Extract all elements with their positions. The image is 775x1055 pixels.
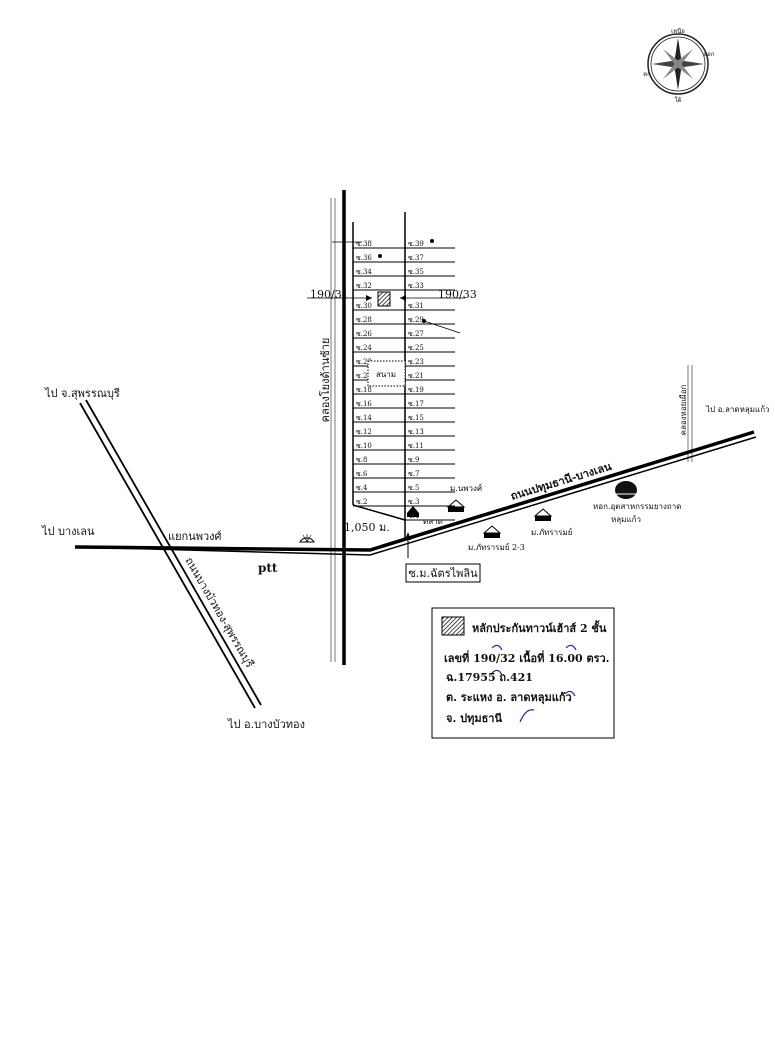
soi-left-label: ซ.28 bbox=[356, 316, 372, 324]
soi-right-label: ซ.31 bbox=[408, 302, 424, 310]
soi-left-label: ซ.2 bbox=[356, 498, 367, 506]
soi-right-label: ซ.5 bbox=[408, 484, 419, 492]
soi-right-label: ซ.27 bbox=[408, 330, 424, 338]
soi-left-label: ซ.12 bbox=[356, 428, 372, 436]
village-phattharam23-label: ม.ภัทรารมย์ 2-3 bbox=[468, 542, 525, 552]
industrial-estate-sublabel: หลุมแก้ว bbox=[611, 515, 641, 524]
road-suphanburi bbox=[79, 402, 256, 709]
soi-right-label: ซ.13 bbox=[408, 428, 424, 436]
compass-east: ตก bbox=[643, 71, 651, 78]
to-bangkhen-label: ไป บางเลน bbox=[41, 525, 95, 538]
village-phattharam-label: ม.ภัทรารมย์ bbox=[531, 527, 572, 537]
compass-south: ใต้ bbox=[675, 96, 682, 104]
village-phattharam-icon bbox=[533, 508, 553, 521]
soi-right-label: ซ.17 bbox=[408, 400, 424, 408]
village-nopphawong-icon bbox=[446, 499, 466, 512]
soi-left-label: ซ.14 bbox=[356, 414, 372, 422]
soi-left-label: ซ.36 bbox=[356, 254, 372, 262]
soi-left-label: ซ.38 bbox=[356, 240, 372, 248]
soi-left-label: ซ.22 bbox=[356, 358, 372, 366]
soi-left-label: ซ.24 bbox=[356, 344, 372, 352]
legend-line3: ต. ระแหง อ. ลาดหลุมแก้ว bbox=[446, 691, 572, 705]
plot-right-label: 190/33 bbox=[438, 288, 477, 301]
soi-left-label: ซ.4 bbox=[356, 484, 368, 492]
to-latlumkaeo-label: ไป อ.ลาดหลุมแก้ว bbox=[705, 405, 770, 414]
soi-left-label: ซ.32 bbox=[356, 282, 372, 290]
soi-left-label: ซ.20 bbox=[356, 372, 372, 380]
plot-left-label: 190/31 bbox=[310, 288, 349, 301]
canal-left bbox=[330, 198, 336, 662]
legend-line4: จ. ปทุมธานี bbox=[446, 712, 502, 726]
soi-right-lines bbox=[405, 247, 455, 521]
soi-right-label: ซ.37 bbox=[408, 254, 424, 262]
soi-right-label: ซ.39 bbox=[408, 240, 424, 248]
soi-left-label: ซ.8 bbox=[356, 456, 367, 464]
village-phattharam23-icon bbox=[482, 525, 502, 538]
soi-right-label: ซ.23 bbox=[408, 358, 424, 366]
legend-title: หลักประกันทาวน์เฮ้าส์ 2 ชั้น bbox=[472, 620, 607, 635]
soi-right-label: ซ.25 bbox=[408, 344, 424, 352]
soi-left-label: ซ.34 bbox=[356, 268, 372, 276]
soi-right-label: ซ.7 bbox=[408, 470, 419, 478]
industrial-estate-label: หอก.อุตสาหกรรมยางถาด bbox=[593, 502, 681, 511]
soi-entrance-label: ซ.ม.ฉัตรไพลิน bbox=[408, 567, 478, 580]
to-bangbuathong-label: ไป อ.บางบัวทอง bbox=[227, 718, 305, 731]
soi-right-label: ซ.9 bbox=[408, 456, 419, 464]
soi-right-label: ซ.19 bbox=[408, 386, 424, 394]
collateral-plot-marker bbox=[377, 291, 391, 307]
soi-right-label: ซ.15 bbox=[408, 414, 424, 422]
junction-label: แยกนพวงศ์ bbox=[168, 530, 222, 543]
market-label: ตลาด bbox=[423, 517, 443, 526]
soi-left-label: ซ.6 bbox=[356, 470, 368, 478]
canal-left-label: คลองโยงด้านซ้าย bbox=[318, 338, 332, 423]
soi-entrance-box bbox=[405, 563, 481, 583]
to-suphanburi-label: ไป จ.สุพรรณบุรี bbox=[44, 387, 120, 400]
soi-right-label: ซ.29 bbox=[408, 316, 424, 324]
distance-label: 1,050 ม. bbox=[344, 521, 390, 534]
compass-rose-icon: เหนือ ใต้ ตก ออก bbox=[643, 27, 715, 104]
marker-dot bbox=[430, 239, 434, 243]
road-pathum-bangkhen bbox=[74, 430, 755, 552]
soi-left-label: ซ.10 bbox=[356, 442, 372, 450]
marker-dot bbox=[378, 254, 382, 258]
gas-station-icon bbox=[299, 534, 315, 543]
soi-left-labels: ซ.38 ซ.36 ซ.34 ซ.32 ซ.30 ซ.28 ซ.26 ซ.24 ซ.22 ซ.20… bbox=[356, 240, 372, 506]
soi-left-label: ซ.30 bbox=[356, 302, 372, 310]
soi-right-label: ซ.11 bbox=[408, 442, 424, 450]
soi-left-label: ซ.16 bbox=[356, 400, 372, 408]
soi-left-label: ซ.18 bbox=[356, 386, 372, 394]
canal-right bbox=[687, 365, 693, 462]
ptt-label: ptt bbox=[258, 561, 278, 575]
legend-hatch-swatch bbox=[441, 616, 465, 636]
compass-north: เหนือ bbox=[671, 27, 685, 35]
legend-line2: ฉ.17955 ถ.421 bbox=[446, 671, 533, 684]
soi-right-label: ซ.33 bbox=[408, 282, 424, 290]
compass-west: ออก bbox=[704, 51, 715, 58]
village-nopphawong-label: ม.นพวงศ์ bbox=[450, 483, 482, 493]
soi-right-label: ซ.3 bbox=[408, 498, 419, 506]
soi-right-label: ซ.35 bbox=[408, 268, 424, 276]
road-bangbuathong-label: ถนนบางบัวทอง-สุพรรณบุรี bbox=[182, 555, 256, 670]
soi-left-label: ซ.26 bbox=[356, 330, 372, 338]
park-label: สนาม bbox=[376, 370, 396, 379]
canal-right-label: คลองหอยเผือก bbox=[679, 384, 688, 435]
park-area bbox=[367, 360, 406, 387]
soi-right-label: ซ.21 bbox=[408, 372, 424, 380]
soi-right-labels: ซ.39 ซ.37 ซ.35 ซ.33 ซ.31 ซ.29 ซ.27 ซ.25 ซ.23 ซ.21… bbox=[408, 240, 424, 520]
legend-line1: เลขที่ 190/32 เนื้อที่ 16.00 ตรว. bbox=[444, 650, 610, 665]
market-icon bbox=[407, 506, 419, 517]
industrial-estate-icon bbox=[615, 481, 637, 499]
